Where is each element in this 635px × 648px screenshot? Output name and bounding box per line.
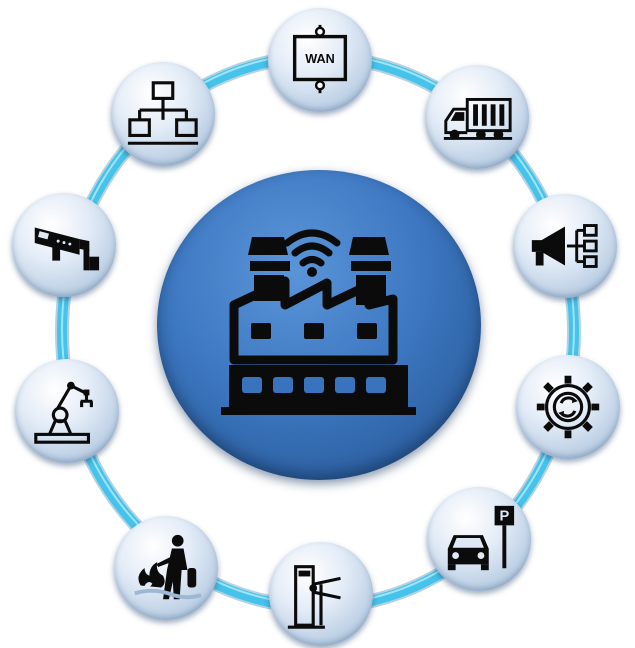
node-alert [513,194,617,298]
fire-extinguisher-worker-icon [134,534,202,600]
node-hierarchy [111,62,215,166]
parking-car-icon: P [447,505,515,571]
turnstile-gate-icon [287,565,341,629]
node-robot [15,359,119,463]
node-turnstile [269,542,373,646]
megaphone-broadcast-icon [531,224,598,268]
gear-sync-icon [536,375,600,439]
node-gear [516,355,620,459]
network-hierarchy-icon [127,81,199,145]
robotic-arm-icon [34,381,93,444]
smart-factory-wifi-icon [221,229,416,415]
parking-sign-label: P [499,508,509,524]
cctv-camera-icon [34,227,100,271]
node-camera [12,193,116,297]
node-fire [114,516,218,620]
delivery-truck-icon [443,97,513,140]
node-truck [425,65,529,169]
center-hub [157,170,481,480]
wan-label: WAN [305,52,335,66]
node-wan: WAN [268,8,372,112]
wan-network-icon: WAN [292,24,348,94]
node-parking: P [427,487,531,591]
